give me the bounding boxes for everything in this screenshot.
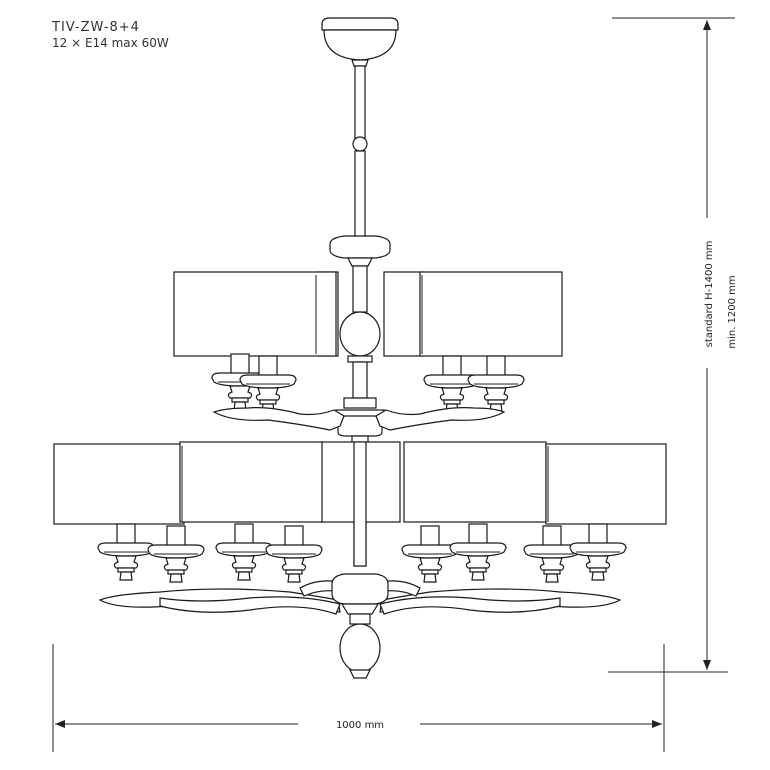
height-dimension (608, 17, 735, 673)
width-label: 1000 mm (336, 720, 384, 731)
bottom-tier-arms (98, 580, 622, 615)
ceiling-canopy (321, 17, 399, 67)
lower-column-segment (353, 441, 367, 567)
suspension-rod (352, 65, 368, 240)
top-tier-shades (173, 271, 563, 357)
bottom-hub-and-finial (331, 573, 389, 679)
standard-height-label: standard H-1400 mm (704, 241, 715, 348)
model-code: TIV-ZW-8+4 (52, 20, 140, 35)
minimum-height-label: min. 1200 mm (727, 275, 738, 348)
top-tier-arms (212, 407, 506, 431)
width-dimension (52, 644, 665, 752)
bottom-tier-shades (53, 441, 667, 525)
bulb-specification: 12 × E14 max 60W (52, 36, 169, 50)
